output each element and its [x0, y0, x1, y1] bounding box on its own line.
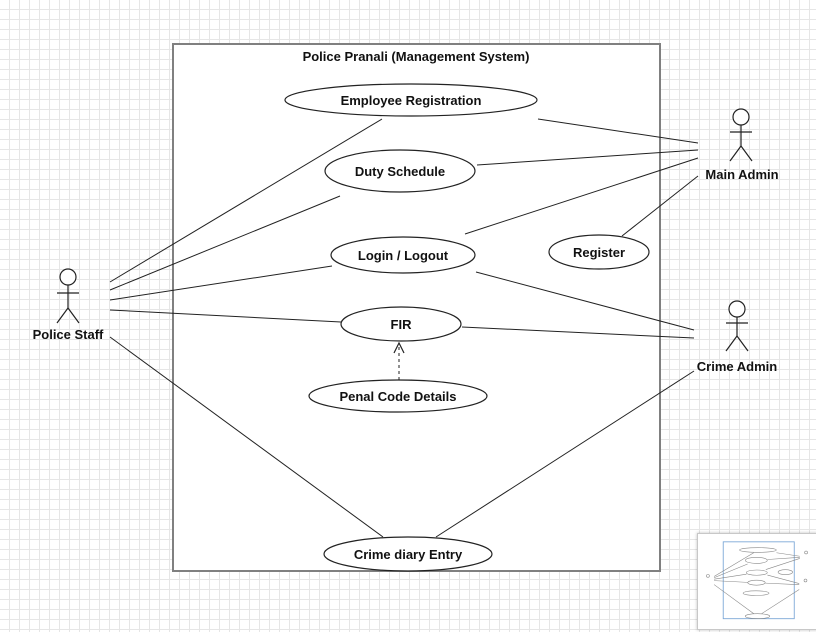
- assoc-police-staff-login-logout[interactable]: [109, 265, 333, 301]
- actor-label: Police Staff: [33, 327, 104, 342]
- actor-crime-admin[interactable]: Crime Admin: [697, 300, 777, 374]
- use-case-register[interactable]: Register: [548, 234, 650, 270]
- use-case-label: Crime diary Entry: [354, 547, 463, 562]
- assoc-main-admin-employee-registration[interactable]: [537, 118, 699, 144]
- assoc-police-staff-duty-schedule[interactable]: [109, 195, 341, 291]
- stick-figure-icon: [725, 300, 749, 352]
- use-case-employee-registration[interactable]: Employee Registration: [284, 83, 538, 117]
- dependency-penal-code-to-fir[interactable]: [393, 341, 405, 380]
- use-case-crime-diary-entry[interactable]: Crime diary Entry: [323, 536, 493, 572]
- actor-main-admin[interactable]: Main Admin: [705, 108, 779, 182]
- use-case-login-logout[interactable]: Login / Logout: [330, 236, 476, 274]
- assoc-main-admin-login-logout[interactable]: [464, 157, 699, 235]
- assoc-main-admin-duty-schedule[interactable]: [476, 149, 699, 166]
- use-case-label: Login / Logout: [358, 248, 449, 263]
- assoc-crime-admin-fir[interactable]: [461, 326, 695, 339]
- minimap-preview: [706, 541, 808, 620]
- stick-figure-icon: [729, 108, 753, 162]
- use-case-label: FIR: [391, 317, 413, 332]
- use-case-label: Penal Code Details: [339, 389, 456, 404]
- assoc-police-staff-employee-registration[interactable]: [109, 118, 383, 283]
- assoc-crime-admin-crime-diary-entry[interactable]: [435, 370, 695, 538]
- assoc-police-staff-fir[interactable]: [109, 309, 342, 323]
- actor-label: Crime Admin: [697, 359, 777, 374]
- use-case-label: Duty Schedule: [355, 164, 445, 179]
- stick-figure-icon: [56, 268, 80, 324]
- use-case-fir[interactable]: FIR: [340, 306, 462, 342]
- outline-minimap[interactable]: [697, 533, 816, 630]
- system-title: Police Pranali (Management System): [303, 49, 530, 64]
- assoc-crime-admin-login-logout[interactable]: [475, 271, 695, 331]
- assoc-main-admin-register[interactable]: [621, 175, 699, 237]
- use-case-duty-schedule[interactable]: Duty Schedule: [324, 149, 476, 193]
- actor-label: Main Admin: [705, 167, 778, 182]
- assoc-police-staff-crime-diary-entry[interactable]: [109, 336, 384, 538]
- associations: [109, 118, 699, 538]
- use-case-label: Register: [573, 245, 625, 260]
- use-case-penal-code-details[interactable]: Penal Code Details: [308, 379, 488, 413]
- dependency-arrowhead: [393, 341, 405, 354]
- actor-police-staff[interactable]: Police Staff: [33, 268, 104, 342]
- use-case-label: Employee Registration: [341, 93, 482, 108]
